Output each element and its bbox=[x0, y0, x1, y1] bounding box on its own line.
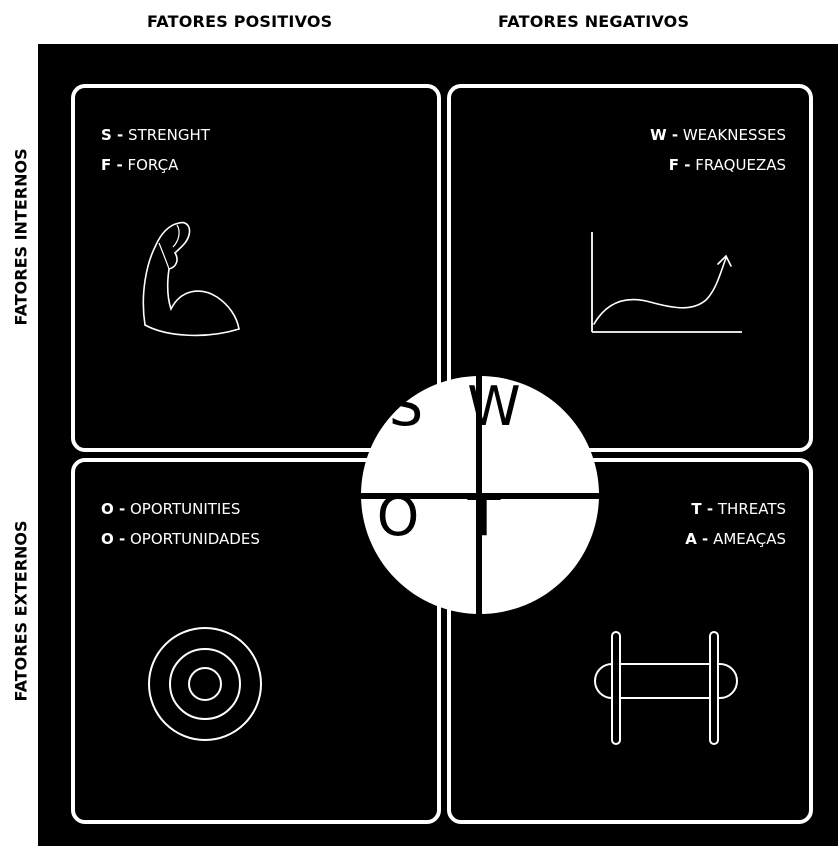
swot-letter-w: W bbox=[467, 375, 521, 438]
strength-text-1: STRENGHT bbox=[128, 126, 210, 144]
header-positive-factors: FATORES POSITIVOS bbox=[147, 12, 333, 31]
opportunity-key-1: O - bbox=[101, 500, 126, 518]
strength-key-1: S - bbox=[101, 126, 124, 144]
strength-key-2: F - bbox=[101, 156, 123, 174]
weakness-key-1: W - bbox=[650, 126, 679, 144]
weakness-text-2: FRAQUEZAS bbox=[695, 156, 786, 174]
strength-text-2: FORÇA bbox=[127, 156, 179, 174]
header-internal-factors: FATORES INTERNOS bbox=[11, 148, 31, 326]
weakness-labels: W - WEAKNESSES F - FRAQUEZAS bbox=[650, 120, 786, 180]
threat-key-2: A - bbox=[685, 530, 709, 548]
swot-board: S - STRENGHT F - FORÇA W - WEAKNESSES F … bbox=[38, 44, 838, 846]
center-divider-horizontal bbox=[361, 493, 599, 499]
quadrant-strength: S - STRENGHT F - FORÇA bbox=[71, 84, 441, 452]
target-icon bbox=[148, 627, 262, 741]
threat-text-2: AMEAÇAS bbox=[713, 530, 786, 548]
strength-labels: S - STRENGHT F - FORÇA bbox=[101, 120, 210, 180]
threat-text-1: THREATS bbox=[717, 500, 786, 518]
header-negative-factors: FATORES NEGATIVOS bbox=[498, 12, 690, 31]
threat-key-1: T - bbox=[691, 500, 714, 518]
header-external-factors: FATORES EXTERNOS bbox=[11, 520, 31, 702]
opportunity-key-2: O - bbox=[101, 530, 126, 548]
weakness-text-1: WEAKNESSES bbox=[682, 126, 786, 144]
flexed-arm-icon bbox=[142, 221, 240, 337]
swot-letter-o: O bbox=[376, 485, 420, 548]
weakness-key-2: F - bbox=[668, 156, 691, 174]
opportunity-text-2: OPORTUNIDADES bbox=[129, 530, 260, 548]
opportunity-labels: O - OPORTUNITIES O - OPORTUNIDADES bbox=[101, 494, 260, 554]
threat-labels: T - THREATS A - AMEAÇAS bbox=[685, 494, 786, 554]
barrier-icon bbox=[594, 631, 738, 745]
line-chart-icon bbox=[591, 232, 742, 333]
swot-letter-t: T bbox=[467, 485, 501, 548]
opportunity-text-1: OPORTUNITIES bbox=[129, 500, 241, 518]
swot-letter-s: S bbox=[388, 375, 424, 438]
